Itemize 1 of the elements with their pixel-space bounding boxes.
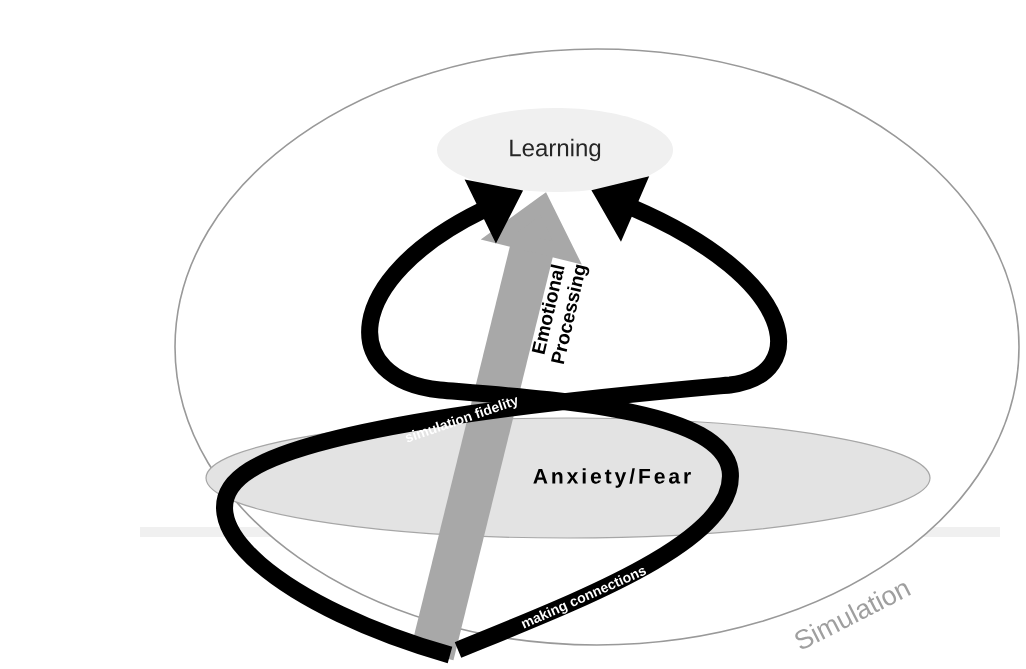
curved-arrow (361, 179, 739, 658)
